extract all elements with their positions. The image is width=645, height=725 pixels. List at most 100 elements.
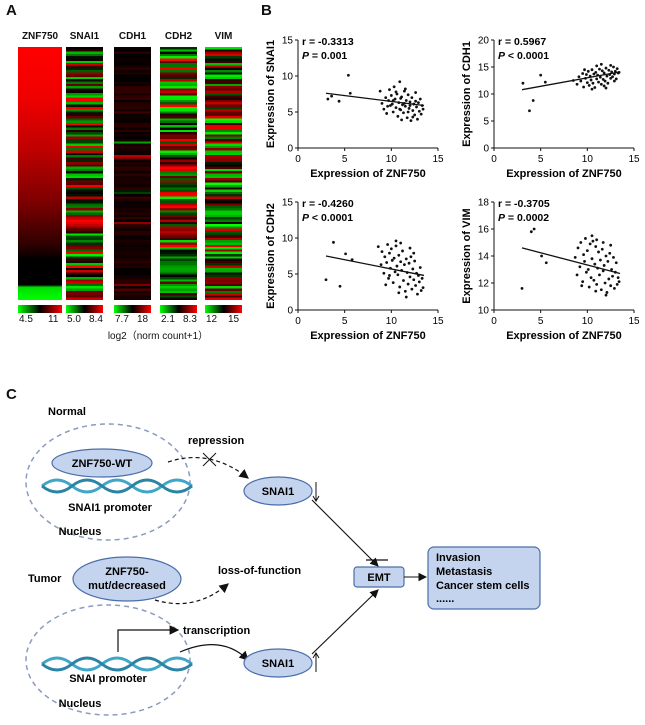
heatmap-column-cdh2 xyxy=(160,47,197,300)
plot1-point xyxy=(414,91,417,94)
colorbar-cdh1 xyxy=(114,305,151,313)
plot1-point xyxy=(418,97,422,101)
plot2-point xyxy=(601,78,605,81)
plot1-point xyxy=(411,109,415,112)
plot2-point xyxy=(609,76,613,80)
plot4-point xyxy=(604,254,608,258)
plot2-point xyxy=(609,63,613,67)
plot1-point xyxy=(330,94,333,98)
plot2-x-tick-label: 5 xyxy=(538,154,544,165)
plot3-point xyxy=(397,291,401,295)
plot1-point xyxy=(408,104,412,107)
plot2-point xyxy=(595,77,599,81)
plot1-point xyxy=(416,117,419,121)
snai1-top-text: SNAI1 xyxy=(262,486,294,498)
plot2-point xyxy=(577,75,581,79)
plot1-y-axis-label: Expression of SNAI1 xyxy=(265,40,277,148)
repression-text: repression xyxy=(188,435,245,447)
plot4-point xyxy=(605,291,609,294)
plot3-x-tick-label: 15 xyxy=(432,316,444,327)
plot4-point xyxy=(612,255,615,259)
plot4-point xyxy=(590,257,594,261)
plot3-point xyxy=(409,255,413,259)
plot2-point xyxy=(575,82,579,86)
colorbar-min-snai1: 5.0 xyxy=(67,314,81,325)
plot4-point xyxy=(587,285,591,289)
plot1-point xyxy=(408,100,412,104)
heatmap-header-vim: VIM xyxy=(214,31,233,42)
heatmap-header-znf750: ZNF750 xyxy=(21,31,59,42)
plot2-point xyxy=(603,79,607,83)
plot4-point xyxy=(617,280,621,284)
plot4-point xyxy=(598,273,601,277)
plot3-point xyxy=(412,251,416,255)
plot3-point xyxy=(350,258,354,261)
plot2-point xyxy=(599,62,603,66)
plot4-y-tick-label: 14 xyxy=(478,252,490,263)
colorbar-vim xyxy=(205,305,242,313)
plot1-point xyxy=(407,107,411,110)
plot4-point xyxy=(601,241,605,244)
plot4-x-tick-label: 0 xyxy=(491,316,497,327)
plot4-point xyxy=(615,282,619,286)
plot3-fit-line xyxy=(325,255,425,277)
plot3-point xyxy=(382,271,386,275)
plot2-point xyxy=(583,68,586,72)
plot1-point xyxy=(417,101,420,105)
plot3-point xyxy=(383,255,387,259)
plot3-point xyxy=(324,278,328,282)
plot2-point xyxy=(585,73,588,76)
plot2-point xyxy=(613,79,616,83)
plot1-point xyxy=(415,105,418,109)
plot4-point xyxy=(613,287,616,290)
snai1-top-to-emt xyxy=(311,499,379,567)
snai1-bottom-text: SNAI1 xyxy=(262,658,294,670)
plot1-y-tick-label: 0 xyxy=(287,144,293,155)
heatmap-header-cdh2: CDH2 xyxy=(164,31,193,42)
plot3-point xyxy=(402,279,405,282)
plot3-y-tick-label: 5 xyxy=(287,270,293,281)
plot1-point xyxy=(419,112,423,116)
normal-label: Normal xyxy=(48,406,86,418)
plot2-y-tick-label: 15 xyxy=(478,63,490,74)
plot2-point xyxy=(598,67,601,71)
plot1-x-tick-label: 5 xyxy=(342,154,348,165)
plot3-point xyxy=(421,286,425,290)
transcription-arrow xyxy=(179,644,249,661)
panel-a-label: A xyxy=(6,2,17,19)
plot2-point xyxy=(543,80,547,84)
plot3-x-tick-label: 0 xyxy=(295,316,301,327)
plot2-point xyxy=(610,70,613,74)
plot3-point xyxy=(403,289,407,293)
plot3-y-tick-label: 0 xyxy=(287,306,293,317)
plot3-x-axis-label: Expression of ZNF750 xyxy=(310,330,426,342)
plot1-point xyxy=(384,96,388,99)
plot3-point xyxy=(414,284,417,287)
plot1-point xyxy=(385,112,389,115)
plot4-point xyxy=(594,289,598,293)
plot4-point xyxy=(581,280,585,284)
plot4-y-tick-label: 18 xyxy=(478,198,490,209)
plot4-y-tick-label: 10 xyxy=(478,306,490,317)
plot2-point xyxy=(592,72,596,76)
plot3-point xyxy=(396,273,400,277)
plot2-x-tick-label: 15 xyxy=(628,154,640,165)
plot4-point xyxy=(595,238,599,242)
plot1-point xyxy=(386,104,389,108)
plot3-point xyxy=(410,287,414,291)
plot4-point xyxy=(578,265,582,269)
plot4-point xyxy=(603,281,607,285)
plot3-point xyxy=(399,260,403,264)
plot1-point xyxy=(400,118,403,122)
plot4-x-tick-label: 15 xyxy=(628,316,640,327)
plot4-point xyxy=(609,243,613,247)
dna-top-icon xyxy=(41,478,193,494)
plot3-point xyxy=(393,270,397,274)
plot3-point xyxy=(406,282,410,286)
plot3-x-tick-label: 10 xyxy=(386,316,398,327)
plot1-point xyxy=(398,107,402,111)
plot3-point xyxy=(397,253,401,257)
znf750-wt-text: ZNF750-WT xyxy=(72,458,133,470)
plot4-point xyxy=(599,288,603,292)
